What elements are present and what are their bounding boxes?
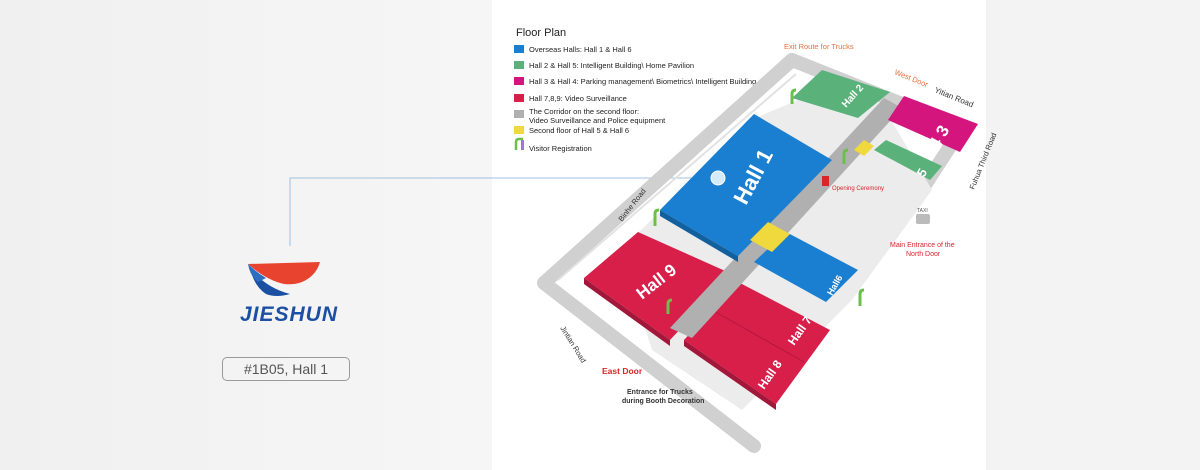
hall-2: Hall 2 [792,70,890,118]
legend-swatch-hall3-4 [514,77,524,85]
legend-label-second-floor: Second floor of Hall 5 & Hall 6 [529,126,629,135]
main-entrance-label-2: North Door [906,251,941,258]
left-panel [0,0,492,470]
legend-swatch-hall2-5 [514,61,524,69]
brand-name: JIESHUN [239,303,339,326]
entrance-trucks-label-2: during Booth Decoration [622,398,704,405]
legend-label-corridor-1: The Corridor on the second floor: [529,107,639,116]
hall-1: Hall 1 [660,114,832,262]
legend-swatch-corridor [514,110,524,118]
legend-label-hall3-4: Hall 3 & Hall 4: Parking management\ Bio… [529,77,756,86]
legend-label-hall7-9: Hall 7,8,9: Video Surveillance [529,94,627,103]
hall-7-8: Hall 7 Hall 8 [684,282,830,410]
opening-ceremony-marker [822,176,829,186]
taxi-label: TAXI [917,208,928,214]
legend-label-corridor-2: Video Surveillance and Police equipment [529,116,666,125]
taxi-icon: TAXI [916,208,930,224]
floor-plan-title: Floor Plan [516,27,566,39]
legend-swatch-hall7-9 [514,94,524,102]
booth-marker [710,170,726,186]
right-panel [986,0,1200,470]
legend-label-overseas: Overseas Halls: Hall 1 & Hall 6 [529,45,632,54]
opening-ceremony-label: Opening Ceremony [832,186,884,192]
exit-route-trucks-label: Exit Route for Trucks [784,42,854,51]
jieshun-logo [248,262,320,296]
jintian-road-label: Jintian Road [558,324,588,364]
second-floor-area [750,140,874,252]
visitor-registration-markers [653,88,865,314]
booth-badge: #1B05, Hall 1 [222,357,350,381]
floor-plan-map: Floor Plan Overseas Halls: Hall 1 & Hall… [514,27,998,453]
legend: Overseas Halls: Hall 1 & Hall 6 Hall 2 &… [514,45,756,153]
legend-swatch-overseas [514,45,524,53]
main-entrance-label-1: Main Entrance of the [890,242,955,249]
legend-label-hall2-5: Hall 2 & Hall 5: Intelligent Building\ H… [529,61,694,70]
entrance-trucks-label-1: Entrance for Trucks [627,389,693,396]
yitian-road-label: Yitian Road [933,86,974,110]
legend-swatch-second-floor [514,126,524,134]
legend-label-visitor: Visitor Registration [529,144,592,153]
west-door-label: West Door [893,68,930,90]
east-door-label: East Door [602,366,643,376]
visitor-registration-icon [514,137,524,150]
